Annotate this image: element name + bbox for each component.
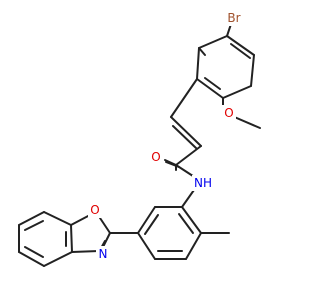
bond bbox=[231, 115, 261, 129]
bond bbox=[170, 78, 198, 118]
carbonyl-oxygen-label: O bbox=[151, 150, 160, 164]
bond bbox=[222, 85, 252, 99]
bond bbox=[172, 125, 197, 149]
oxazole-nitrogen-atom: N bbox=[96, 246, 110, 262]
bond bbox=[226, 35, 255, 56]
bond bbox=[196, 47, 200, 80]
bond bbox=[250, 54, 255, 87]
bond bbox=[70, 224, 73, 253]
bond bbox=[185, 232, 202, 260]
bond bbox=[43, 251, 73, 267]
bond bbox=[137, 232, 156, 260]
bond bbox=[178, 213, 194, 234]
bond bbox=[71, 250, 100, 253]
amide-nitrogen-label: NH bbox=[194, 176, 212, 190]
methoxy-oxygen-label: O bbox=[224, 106, 233, 120]
molecule-structure-diagram: Br O O NH O N bbox=[18, 10, 261, 267]
bond bbox=[230, 43, 251, 59]
bond bbox=[198, 47, 206, 56]
bromine-atom: Br bbox=[223, 10, 245, 26]
carbonyl-oxygen-atom: O bbox=[149, 149, 163, 165]
oxazole-nitrogen-label: N bbox=[99, 247, 108, 261]
bond bbox=[18, 251, 45, 267]
bond bbox=[24, 220, 44, 231]
oxazole-oxygen-label: O bbox=[90, 203, 99, 217]
bond bbox=[137, 206, 156, 234]
oxazole-oxygen-atom: O bbox=[88, 202, 102, 218]
bond bbox=[99, 217, 111, 234]
atom-labels: Br O O NH O N bbox=[88, 10, 245, 262]
bond bbox=[181, 189, 195, 208]
bond bbox=[204, 77, 221, 90]
bond bbox=[18, 211, 45, 226]
bond bbox=[102, 232, 111, 248]
bond bbox=[43, 211, 72, 226]
bonds bbox=[18, 23, 261, 267]
amide-nitrogen-atom: NH bbox=[192, 175, 214, 191]
bond bbox=[170, 116, 202, 147]
bond bbox=[196, 78, 224, 99]
methoxy-oxygen-atom: O bbox=[222, 105, 236, 121]
bond bbox=[24, 246, 44, 258]
bond bbox=[175, 145, 202, 166]
bond bbox=[181, 206, 202, 234]
bond bbox=[144, 214, 159, 235]
bromine-label: Br bbox=[227, 11, 240, 25]
bond bbox=[70, 214, 91, 226]
bond bbox=[198, 35, 228, 49]
